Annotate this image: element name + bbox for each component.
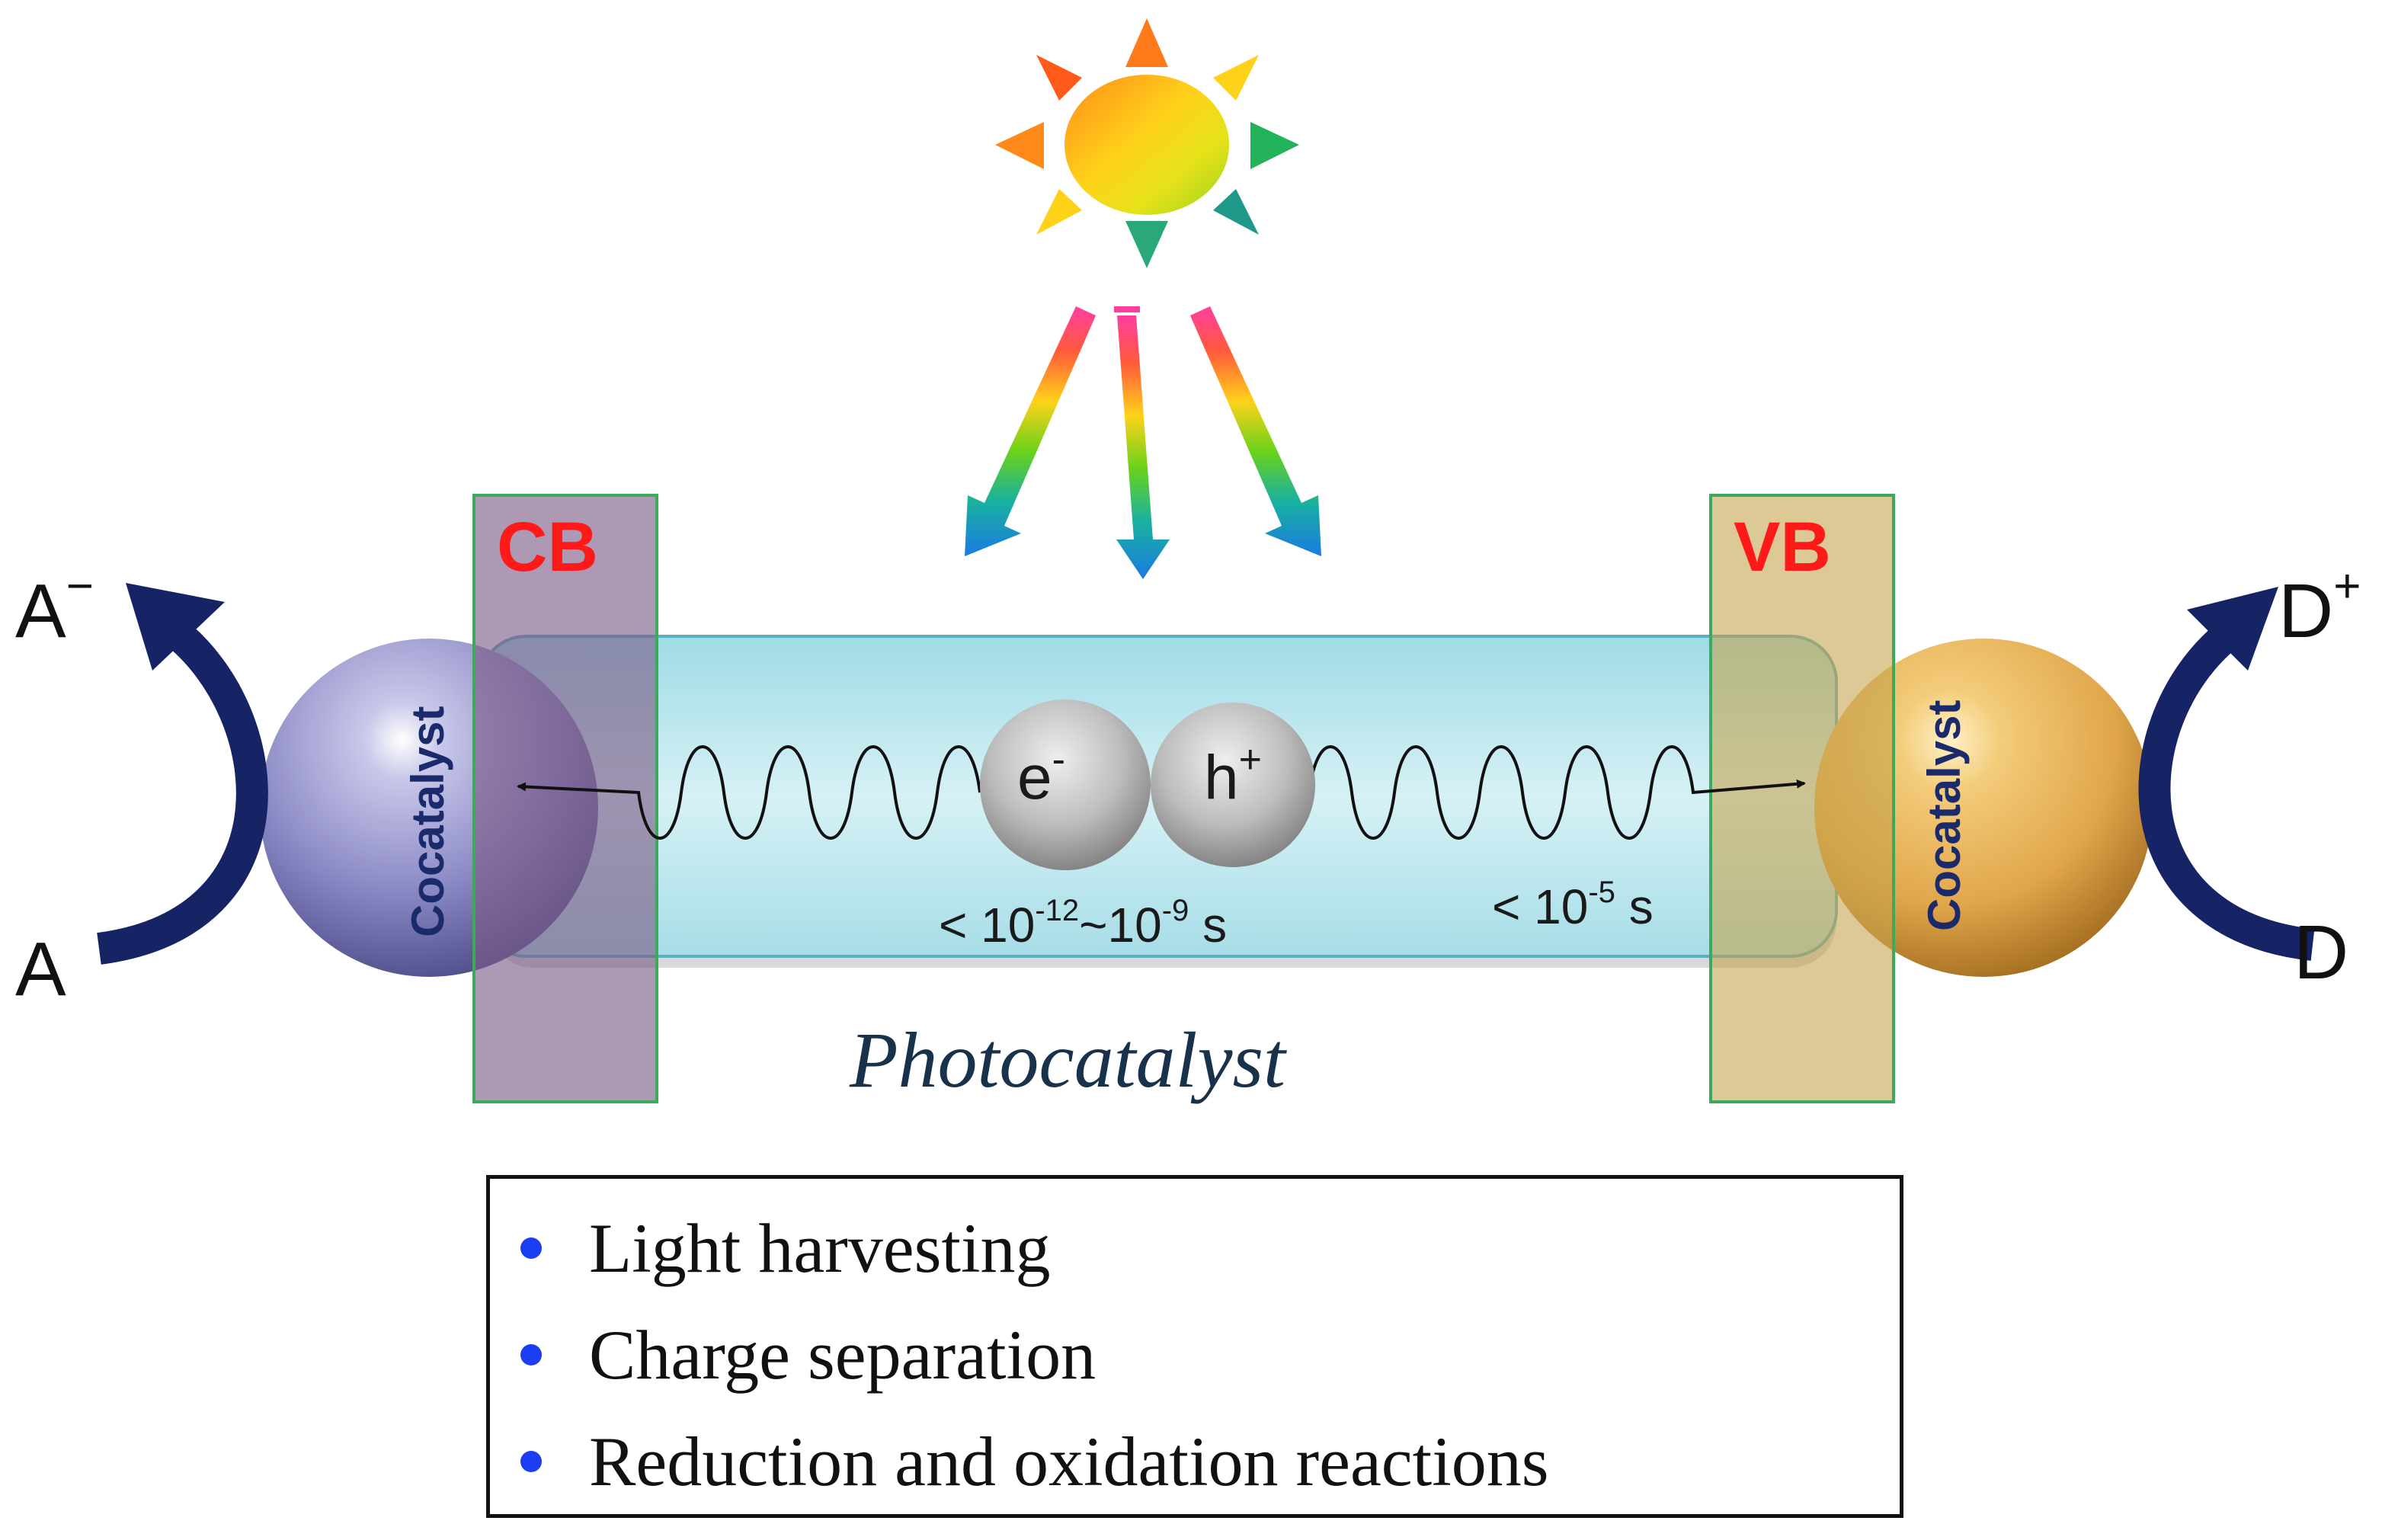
- right-cocatalyst-label: Cocatalyst: [1919, 700, 1970, 931]
- separation-timescale: < 10-12~10-9 s: [939, 894, 1228, 952]
- cb-label: CB: [497, 508, 598, 586]
- surface-timescale: < 10-5 s: [1492, 876, 1654, 934]
- left-cocatalyst-label: Cocatalyst: [402, 706, 453, 937]
- feature-text: Reduction and oxidation reactions: [589, 1423, 1549, 1500]
- hole-migration-path: [1308, 745, 1806, 840]
- feature-text: Light harvesting: [589, 1209, 1051, 1287]
- list-item: Light harvesting: [490, 1208, 1051, 1289]
- acceptor-label: A: [15, 927, 66, 1012]
- bullet-icon: [520, 1451, 542, 1472]
- vb-band: [1709, 494, 1895, 1103]
- electron-sphere: [980, 700, 1151, 870]
- hole-sphere: [1151, 703, 1315, 867]
- reduced-acceptor-label: A−: [15, 560, 94, 654]
- bullet-icon: [520, 1237, 542, 1259]
- photocatalyst-label: Photocatalyst: [850, 1017, 1285, 1104]
- donor-label: D: [2294, 910, 2349, 995]
- vb-label: VB: [1734, 508, 1831, 586]
- sun-icon: [995, 18, 1299, 268]
- cb-band: [472, 494, 658, 1103]
- list-item: Reduction and oxidation reactions: [490, 1421, 1549, 1502]
- light-ray-arrow-icon: [965, 306, 1321, 579]
- feature-text: Charge separation: [589, 1316, 1097, 1394]
- list-item: Charge separation: [490, 1314, 1096, 1395]
- oxidized-donor-label: D+: [2278, 560, 2361, 654]
- hole-label: h+: [1204, 738, 1262, 812]
- feature-list-box: Light harvesting Charge separation Reduc…: [486, 1175, 1903, 1518]
- bullet-icon: [520, 1344, 542, 1366]
- right-cocatalyst-sphere: [1814, 639, 2153, 977]
- electron-label: e-: [1017, 738, 1065, 812]
- curved-reaction-arrow-icon: [97, 583, 2315, 965]
- electron-migration-path: [517, 745, 981, 840]
